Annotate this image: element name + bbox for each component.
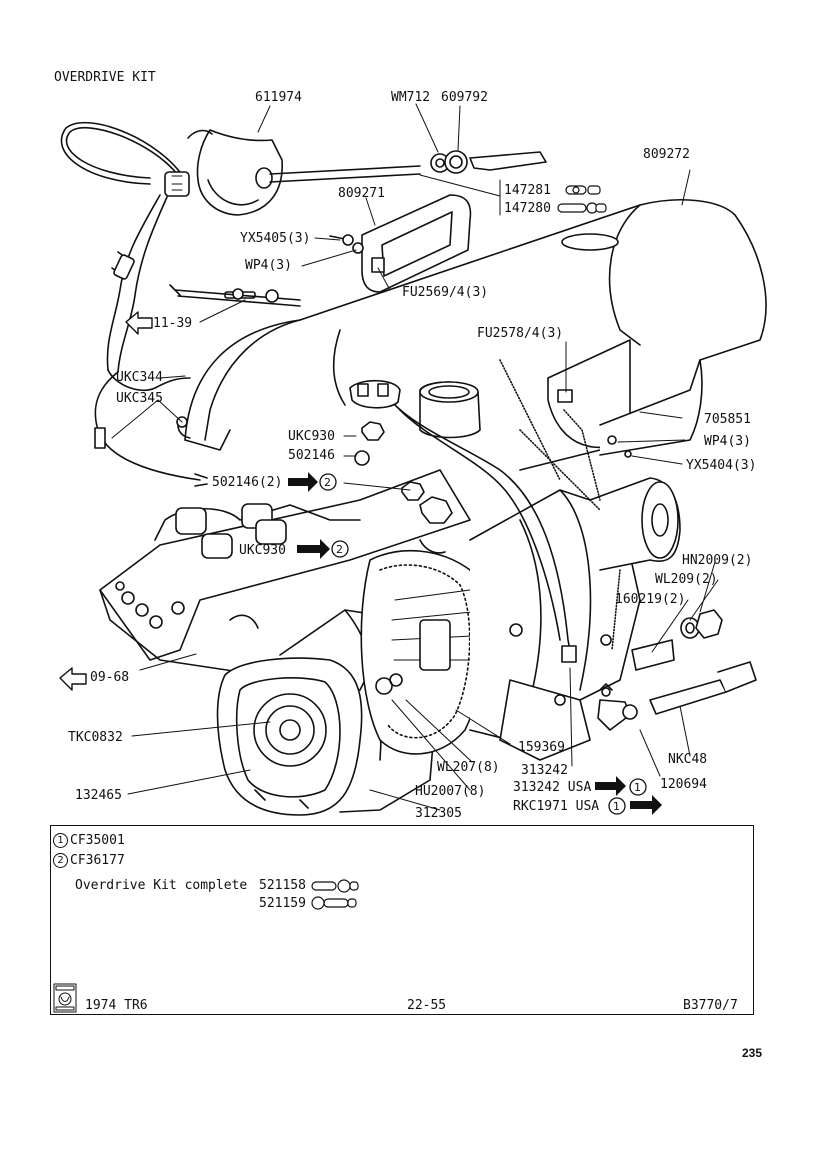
page-number: 235 [742,1046,763,1060]
label-fu2578: FU2578/4(3) [477,326,564,341]
label-502146: 502146 [288,448,335,463]
tunnel-cover [184,199,767,471]
british-leyland-logo-icon [53,983,77,1013]
speedo-drive-parts [597,569,757,731]
label-09-68: 09-68 [90,670,130,685]
arrow-left-outline-icon [59,311,153,691]
solenoid-wiring [349,379,601,663]
circle-mark-two-b: 2 [336,543,343,556]
label-809272: 809272 [643,147,690,162]
label-147281: 147281 [504,183,551,198]
label-yx5405: YX5405(3) [240,231,311,246]
label-ukc345: UKC345 [116,391,163,406]
leader-lines [111,103,719,811]
circle-mark-one-a: 1 [634,781,641,794]
label-ukc930-mid: UKC930 [239,543,286,558]
label-809271: 809271 [338,186,385,201]
label-313242-usa: 313242 USA [513,780,592,795]
label-wp4-right: WP4(3) [704,434,751,449]
footer-catalog-ref: B3770/7 [683,998,738,1013]
label-wp4-top: WP4(3) [245,258,292,273]
footnote-cf35001-text: CF35001 [70,833,125,848]
gearbox-top-plate [99,469,471,691]
label-wl209: WL209(2) [655,572,718,587]
label-147280: 147280 [504,201,551,216]
label-tkc0832: TKC0832 [68,730,123,745]
label-11-39: 11-39 [153,316,193,331]
label-120694: 120694 [660,777,707,792]
circle-two-icon: 2 [53,853,68,868]
label-rkc1971-usa: RKC1971 USA [513,799,600,814]
label-nkc48: NKC48 [668,752,708,767]
label-wm712: WM712 [391,90,431,105]
label-hu2007: HU2007(8) [415,784,486,799]
switch-housing [169,129,421,307]
footer-vehicle: 1974 TR6 [85,998,148,1013]
label-ukc930-top: UKC930 [288,429,335,444]
circle-one-icon: 1 [53,833,68,848]
circle-mark-one-b: 1 [613,800,620,813]
footnote-cf36177-text: CF36177 [70,853,125,868]
label-705851: 705851 [704,412,751,427]
washers-clip [430,150,547,174]
label-160219: 160219(2) [615,592,686,607]
kit-part-521158: 521158 [259,878,306,893]
label-611974: 611974 [255,90,302,105]
kit-complete-label: Overdrive Kit complete [75,878,248,893]
bolt-symbol-icon [311,185,607,910]
label-313242: 313242 [521,763,568,778]
label-132465: 132465 [75,788,122,803]
access-plate [329,194,472,293]
label-ukc344: UKC344 [116,370,163,385]
label-fu2569: FU2569/4(3) [402,285,489,300]
bell-housing [216,609,441,816]
label-312305: 312305 [415,806,462,821]
kit-part-521159: 521159 [259,896,306,911]
page-title: OVERDRIVE KIT [54,70,156,85]
label-yx5404: YX5404(3) [686,458,757,473]
label-502146-2: 502146(2) [212,475,283,490]
footer-page-ref: 22-55 [407,998,447,1013]
label-159369: 159369 [518,740,565,755]
label-wl207: WL207(8) [437,760,500,775]
arrow-right-icon [288,472,662,815]
circled-marks [319,473,647,815]
label-609792: 609792 [441,90,488,105]
label-hn2009: HN2009(2) [682,553,753,568]
circle-mark-two-a: 2 [324,476,331,489]
